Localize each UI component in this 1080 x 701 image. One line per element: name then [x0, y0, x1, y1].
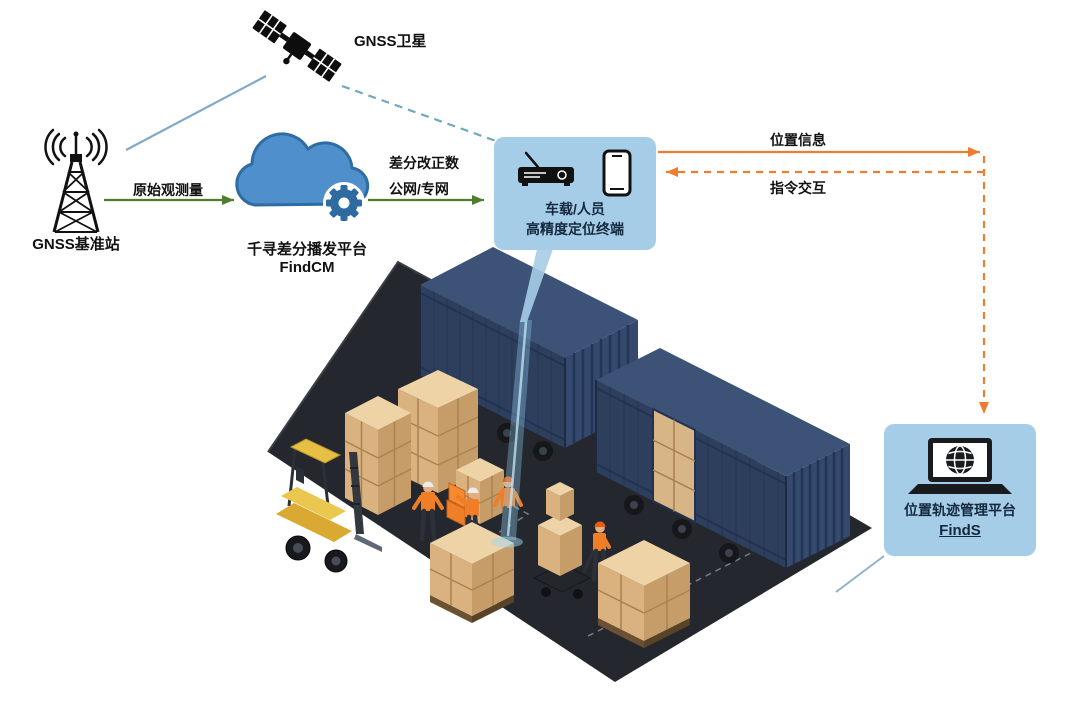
terminal-devices: [518, 149, 632, 197]
laptop-globe-icon: [908, 438, 1012, 494]
raw-observation-label: 原始观测量: [133, 182, 203, 198]
forklift-icon: [276, 438, 382, 573]
worker-icon-4: [591, 521, 611, 583]
connector-finds-warehouse: [835, 555, 885, 593]
terminal-label-line2: 高精度定位终端: [526, 221, 624, 238]
box-stack-middle: [429, 522, 515, 623]
gear-icon: [323, 182, 365, 224]
position-info-label: 位置信息: [770, 132, 826, 148]
terminal-bubble: 车载/人员 高精度定位终端: [494, 137, 656, 250]
satellite-icon: [252, 10, 342, 82]
correction-label-line2: 公网/专网: [389, 181, 449, 197]
cloud-subtitle: FindCM: [279, 259, 335, 276]
command-interaction-label: 指令交互: [770, 180, 826, 196]
globe-icon: [946, 445, 974, 475]
box-stack-right: [597, 540, 691, 648]
link-satellite-to-terminal: [341, 84, 497, 143]
cloud-icon: [235, 132, 370, 224]
link-base-to-satellite: [125, 75, 267, 151]
smartphone-icon: [602, 149, 632, 197]
finds-bubble: 位置轨迹管理平台 FindS: [884, 424, 1036, 556]
finds-title: 位置轨迹管理平台: [904, 502, 1016, 518]
finds-subtitle: FindS: [939, 522, 981, 540]
warehouse-illustration: [267, 247, 872, 682]
terminal-label-line1: 车载/人员: [545, 201, 605, 217]
container-icon-2: [595, 348, 850, 568]
receiver-icon: [518, 151, 574, 186]
worker-icon-1: [412, 481, 444, 542]
satellite-label: GNSS卫星: [354, 33, 427, 50]
cloud-title: 千寻差分播发平台: [246, 241, 367, 258]
base-station-label: GNSS基准站: [32, 236, 120, 253]
correction-label-line1: 差分改正数: [389, 155, 459, 171]
positioning-beam: [491, 249, 553, 548]
base-station-icon: [44, 128, 108, 233]
